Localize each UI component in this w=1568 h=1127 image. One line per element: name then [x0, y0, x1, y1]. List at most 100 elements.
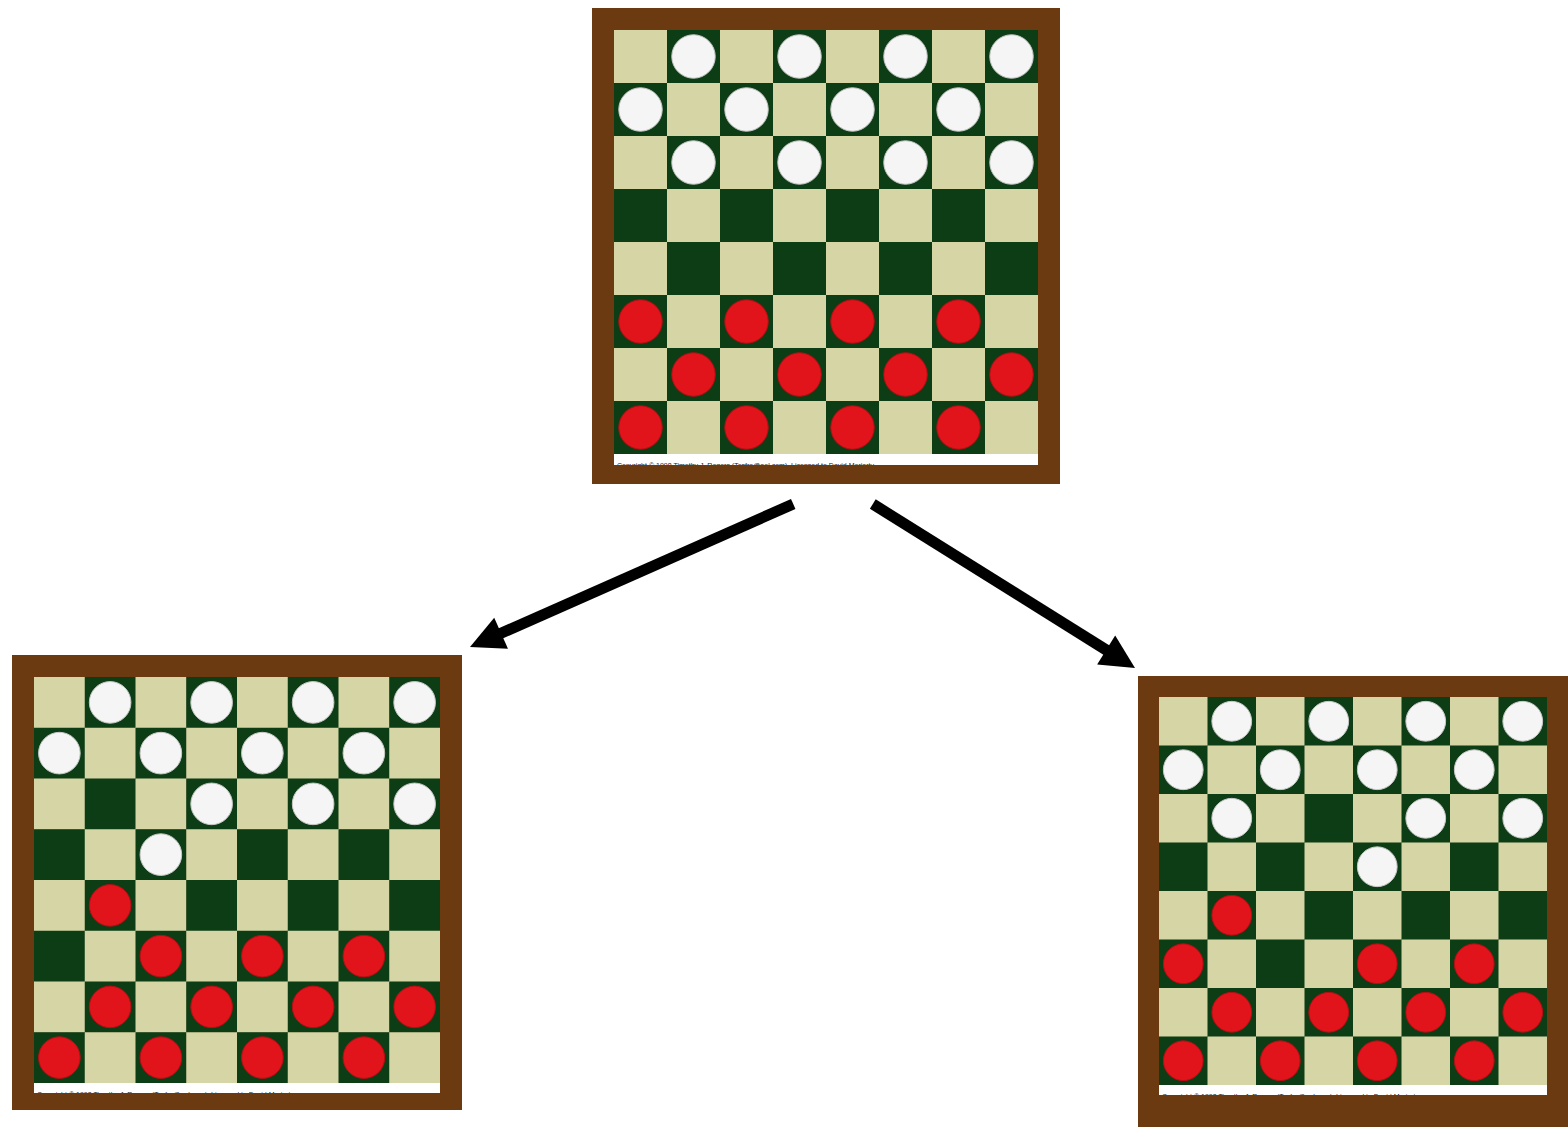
board-square	[85, 1032, 136, 1083]
board-square	[1159, 843, 1208, 892]
board-square	[288, 982, 339, 1033]
board-square	[720, 136, 774, 190]
red-checker	[1309, 992, 1349, 1032]
board-square	[773, 30, 827, 84]
board-square	[1353, 891, 1402, 940]
board-square	[186, 982, 237, 1033]
board-square	[1208, 697, 1257, 746]
board-square	[773, 295, 827, 349]
red-checker	[343, 935, 385, 977]
flow-arrow	[873, 504, 1135, 668]
checkerboard-frame: Copyright © 1998 Timothy J. Rogers (Tesf…	[1138, 676, 1568, 1127]
board-square	[237, 677, 288, 728]
checkerboard	[34, 677, 440, 1083]
board-square	[720, 242, 774, 296]
board-square	[1450, 891, 1499, 940]
board-square	[34, 779, 85, 830]
arrow-head	[1097, 636, 1135, 668]
board-square	[826, 295, 880, 349]
red-checker	[1454, 944, 1494, 984]
board-square	[932, 189, 986, 243]
board-square	[614, 348, 668, 402]
board-square	[1305, 697, 1354, 746]
board-square	[1353, 697, 1402, 746]
white-checker	[831, 88, 874, 131]
red-checker	[191, 986, 233, 1028]
board-square	[879, 401, 933, 454]
red-checker	[242, 935, 284, 977]
board-square	[985, 348, 1038, 402]
board-square	[614, 189, 668, 243]
board-square	[1353, 746, 1402, 795]
board-square	[773, 189, 827, 243]
board-square	[932, 136, 986, 190]
board-square	[1499, 843, 1548, 892]
board-square	[339, 1032, 390, 1083]
board-square	[1159, 1037, 1208, 1086]
board-square	[1256, 794, 1305, 843]
board-square	[339, 728, 390, 779]
board-square	[720, 83, 774, 137]
board-square	[826, 189, 880, 243]
board-square	[288, 931, 339, 982]
board-square	[667, 189, 721, 243]
board-square	[1402, 1037, 1451, 1086]
board-square	[1499, 794, 1548, 843]
board-square	[1256, 843, 1305, 892]
board-square	[773, 242, 827, 296]
white-checker	[1163, 750, 1203, 790]
white-checker	[778, 141, 821, 184]
board-square	[136, 829, 187, 880]
red-checker	[1406, 992, 1446, 1032]
board-square	[389, 982, 440, 1033]
board-square	[1159, 940, 1208, 989]
board-square	[1450, 697, 1499, 746]
white-checker	[292, 682, 334, 724]
white-checker	[191, 682, 233, 724]
checkerboard	[1159, 697, 1547, 1085]
board-square	[1499, 1037, 1548, 1086]
board-square	[186, 677, 237, 728]
board-square	[1305, 891, 1354, 940]
white-checker	[140, 732, 182, 774]
board-square	[339, 829, 390, 880]
red-checker	[884, 353, 927, 396]
board-square	[985, 30, 1038, 84]
board-square	[826, 30, 880, 84]
red-checker	[394, 986, 436, 1028]
board-square	[186, 829, 237, 880]
white-checker	[672, 35, 715, 78]
board-square	[879, 136, 933, 190]
red-checker	[1357, 1041, 1397, 1081]
board-square	[186, 779, 237, 830]
board-square	[85, 829, 136, 880]
board-square	[1159, 697, 1208, 746]
board-square	[136, 677, 187, 728]
board-square	[1208, 746, 1257, 795]
board-square	[667, 401, 721, 454]
board-square	[136, 880, 187, 931]
board-square	[773, 401, 827, 454]
board-square	[667, 295, 721, 349]
board-square	[1208, 988, 1257, 1037]
white-checker	[1357, 750, 1397, 790]
board-square	[985, 295, 1038, 349]
board-square	[186, 728, 237, 779]
board-square	[1499, 891, 1548, 940]
white-checker	[39, 732, 81, 774]
board-square	[186, 880, 237, 931]
board-square	[1208, 794, 1257, 843]
copyright-text: Copyright © 1998 Timothy J. Rogers (Tesf…	[614, 461, 874, 465]
board-square	[614, 136, 668, 190]
board-square	[136, 931, 187, 982]
board-square	[826, 401, 880, 454]
white-checker	[1357, 847, 1397, 887]
board-square	[614, 242, 668, 296]
white-checker	[1212, 798, 1252, 838]
board-square	[136, 982, 187, 1033]
board-square	[1305, 794, 1354, 843]
white-checker	[725, 88, 768, 131]
white-checker	[1309, 701, 1349, 741]
white-checker	[672, 141, 715, 184]
board-square	[186, 931, 237, 982]
